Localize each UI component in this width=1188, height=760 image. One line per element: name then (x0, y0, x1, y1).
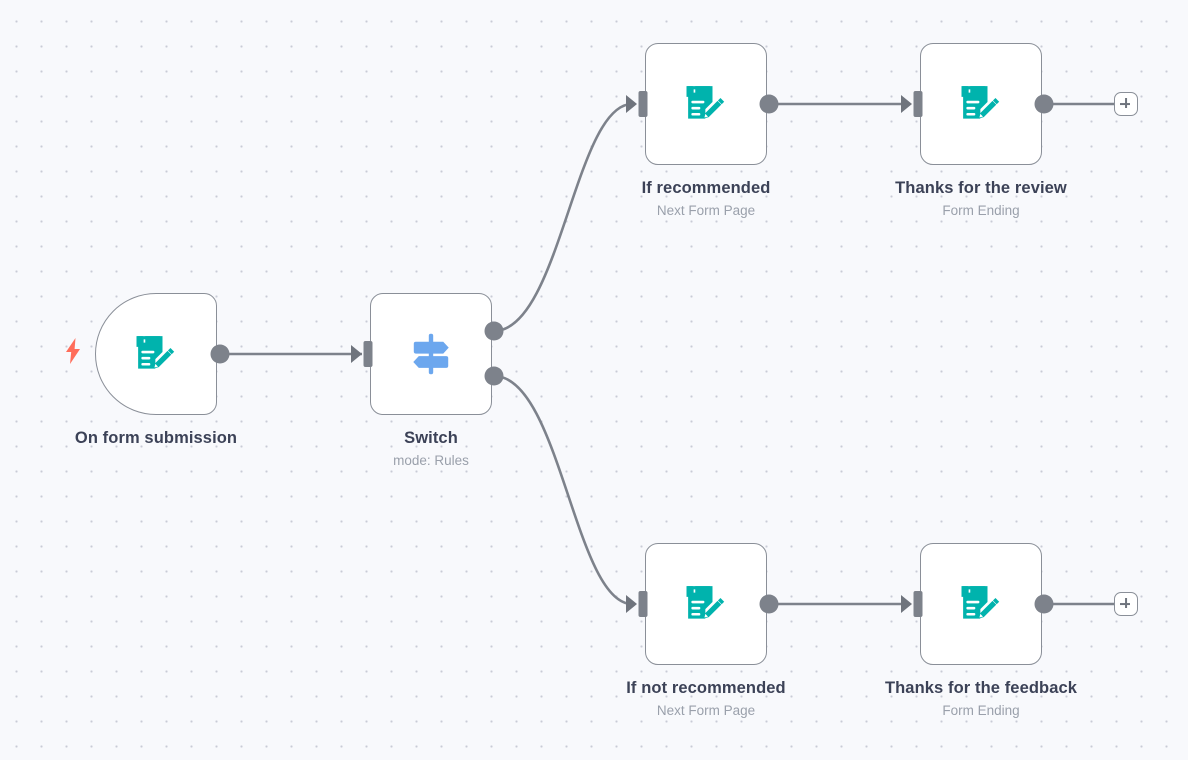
signpost-switch-icon (413, 333, 449, 375)
add-node-after-thanks-feedback-button[interactable] (1114, 592, 1138, 616)
node-title: If not recommended (626, 679, 786, 697)
input-port-thanks-for-the-review[interactable] (913, 91, 923, 117)
node-title: Thanks for the feedback (884, 679, 1078, 697)
input-arrow-switch (351, 345, 362, 363)
output-port-switch-1[interactable] (484, 366, 504, 386)
label-if-recommended: If recommended Next Form Page (642, 178, 771, 220)
label-thanks-for-the-review: Thanks for the review Form Ending (895, 178, 1067, 220)
edge-switch-to-if-not-recommended (493, 374, 633, 606)
lightning-bolt-icon (64, 338, 82, 364)
node-if-not-recommended[interactable] (645, 543, 767, 665)
node-subtitle: Form Ending (942, 703, 1020, 718)
label-on-form-submission: On form submission (75, 428, 237, 448)
node-subtitle: Next Form Page (656, 203, 756, 218)
input-arrow-thanks-for-the-feedback (901, 595, 912, 613)
node-if-recommended[interactable] (645, 43, 767, 165)
input-arrow-if-not-recommended (626, 595, 637, 613)
label-switch: Switch mode: Rules (393, 428, 469, 470)
input-port-if-not-recommended[interactable] (638, 591, 648, 617)
node-subtitle: Next Form Page (656, 703, 756, 718)
add-node-after-thanks-review-button[interactable] (1114, 92, 1138, 116)
node-on-form-submission[interactable] (95, 293, 217, 415)
node-switch[interactable] (370, 293, 492, 415)
input-arrow-thanks-for-the-review (901, 95, 912, 113)
output-port-thanks-for-the-review[interactable] (1034, 94, 1054, 114)
node-thanks-for-the-feedback[interactable] (920, 543, 1042, 665)
output-port-if-not-recommended[interactable] (759, 594, 779, 614)
node-subtitle: mode: Rules (393, 453, 469, 468)
node-title: Switch (404, 429, 458, 447)
label-thanks-for-the-feedback: Thanks for the feedback Form Ending (885, 678, 1077, 720)
form-document-pencil-icon (686, 86, 725, 119)
form-document-pencil-icon (686, 586, 725, 619)
node-title: On form submission (74, 429, 238, 447)
input-port-if-recommended[interactable] (638, 91, 648, 117)
input-port-thanks-for-the-feedback[interactable] (913, 591, 923, 617)
node-title: Thanks for the review (895, 179, 1067, 197)
label-if-not-recommended: If not recommended Next Form Page (626, 678, 786, 720)
form-document-pencil-icon (961, 586, 1000, 619)
output-port-on-form-submission[interactable] (210, 344, 230, 364)
output-port-switch-0[interactable] (484, 321, 504, 341)
node-subtitle: Form Ending (942, 203, 1020, 218)
form-document-pencil-icon (961, 86, 1000, 119)
input-arrow-if-recommended (626, 95, 637, 113)
form-document-pencil-icon (136, 336, 175, 369)
edge-switch-to-if-recommended (493, 102, 633, 333)
node-thanks-for-the-review[interactable] (920, 43, 1042, 165)
node-title: If recommended (641, 179, 771, 197)
input-port-switch[interactable] (363, 341, 373, 367)
output-port-thanks-for-the-feedback[interactable] (1034, 594, 1054, 614)
output-port-if-recommended[interactable] (759, 94, 779, 114)
